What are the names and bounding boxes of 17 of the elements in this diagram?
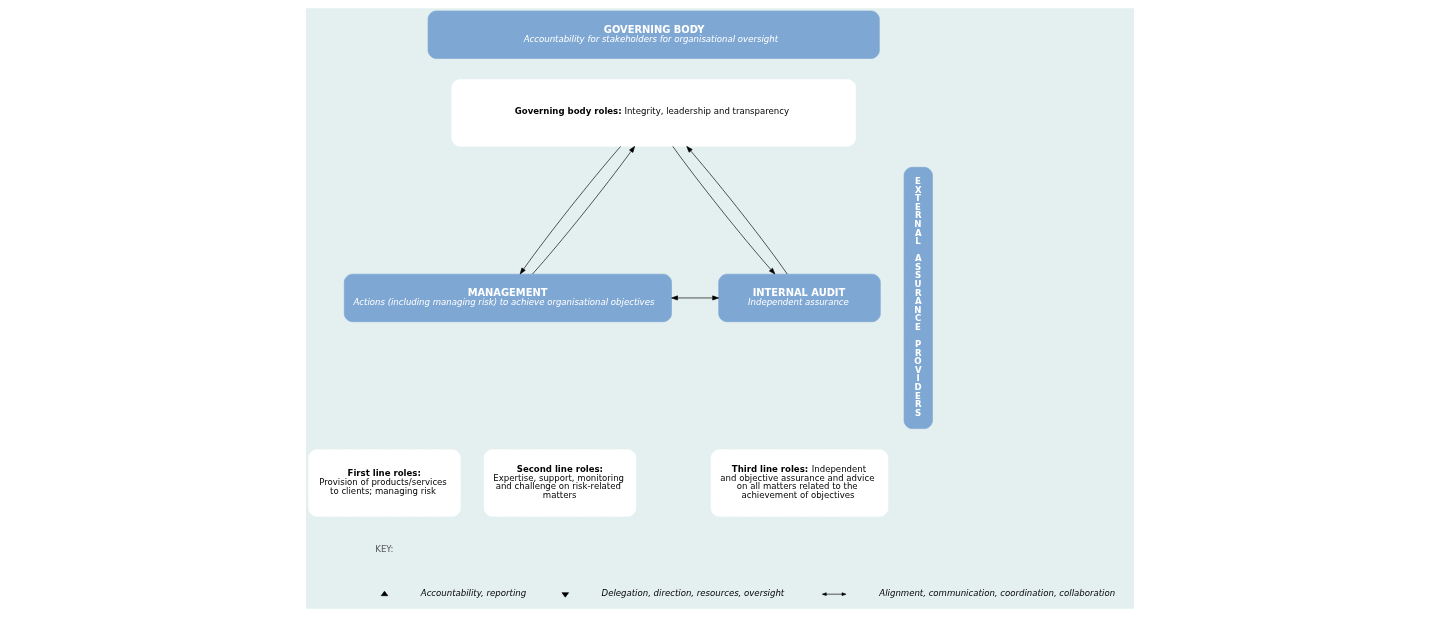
node-box: Third line roles: Independent and objective assurance and advice on all matters related to the achievement of objectives — [710, 449, 889, 517]
node-box: Second line roles: Expertise, support, monitoring and challenge on risk-related matters — [483, 449, 637, 517]
arrow — [672, 146, 776, 275]
node-box: INTERNAL AUDIT Independent assurance — [718, 273, 881, 323]
arrow — [532, 146, 635, 275]
arrow — [519, 146, 621, 275]
arrow — [671, 295, 719, 301]
node-box: MANAGEMENT Actions (including managing risk) to achieve organisational objectives — [343, 273, 672, 323]
legend-label: Alignment, communication, coordination, collaboration — [879, 587, 1116, 598]
node-box: First line roles: Provision of products/services to clients; managing risk — [308, 449, 461, 517]
arrow — [686, 146, 788, 275]
node-box: Governing body roles: Integrity, leadership and transparency — [451, 79, 856, 147]
legend-label: Accountability, reporting — [420, 587, 527, 598]
label: KEY: — [375, 543, 394, 554]
node-box: EXTERNAL ASSURANCE PROVIDERS — [903, 167, 933, 429]
node-box: GOVERNING BODY Accountability for stakeholders for organisational oversight — [427, 10, 880, 59]
legend-label: Delegation, direction, resources, oversight — [601, 587, 785, 598]
